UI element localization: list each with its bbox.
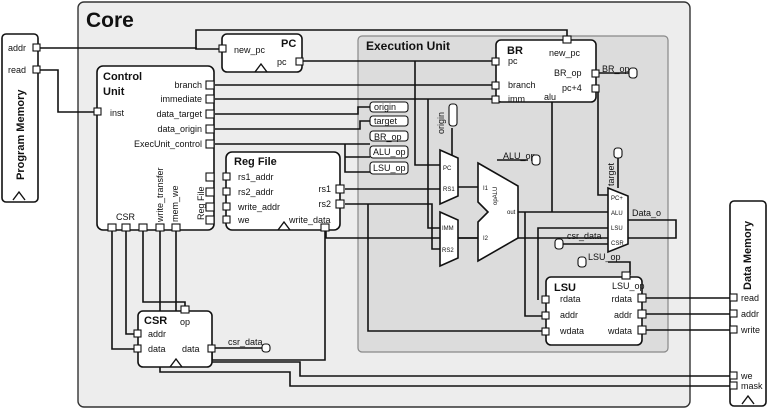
- control-unit: Control Unit inst branch immediate data_…: [93, 65, 215, 232]
- csr-addr-label: addr: [148, 329, 166, 339]
- reg-file-write-data-label: write_data: [288, 215, 331, 225]
- data-memory-addr-label: addr: [741, 309, 759, 319]
- csr-data-signal-label: csr_data: [228, 337, 263, 347]
- lsu-block: LSU LSU_op rdata addr wdata rdata addr w…: [541, 271, 647, 346]
- signal-lsu-op: LSU_op: [373, 163, 406, 173]
- mux-input-imm: IMM: [442, 226, 454, 232]
- br-op-output-label: BR_op: [602, 64, 630, 74]
- lsu-op-bus-label: LSU_op: [588, 252, 621, 262]
- core-title: Core: [86, 9, 134, 32]
- lsu-addr-left-label: addr: [560, 310, 578, 320]
- alu: ALU_op opALU I1 I2 out: [477, 151, 541, 263]
- csr-op-label: op: [180, 317, 190, 327]
- lsu-wdata-right-label: wdata: [607, 326, 632, 336]
- alu-op-label: ALU_op: [503, 151, 536, 161]
- csr-data-out-label: data: [182, 344, 200, 354]
- signal-alu-op: ALU_op: [373, 147, 406, 157]
- program-memory: Program Memory addr read: [1, 33, 41, 203]
- control-unit-csr-label: CSR: [116, 212, 136, 222]
- reg-file-rs2-label: rs2: [318, 199, 331, 209]
- pc-title: PC: [281, 38, 296, 50]
- mux-left: PC RS1 IMM RS2: [439, 148, 459, 268]
- br-pc-label: pc: [508, 56, 518, 66]
- control-unit-reg-file-label: Reg File: [196, 186, 206, 220]
- pc-output-label: pc: [277, 57, 287, 67]
- wires: [40, 29, 735, 387]
- control-unit-inst-label: inst: [110, 108, 125, 118]
- br-branch-label: branch: [508, 80, 536, 90]
- alu-name-label: opALU: [493, 187, 499, 205]
- control-output-data-target: data_target: [156, 109, 202, 119]
- reg-file: Reg File rs1_addr rs2_addr write_addr we…: [222, 151, 345, 232]
- lsu-addr-right-label: addr: [614, 310, 632, 320]
- program-memory-title: Program Memory: [15, 89, 27, 180]
- pc-new-pc-label: new_pc: [234, 45, 266, 55]
- br-title: BR: [507, 45, 523, 57]
- lsu-wdata-left-label: wdata: [559, 326, 584, 336]
- control-output-branch: branch: [174, 80, 202, 90]
- signal-br-op: BR_op: [374, 132, 402, 142]
- lsu-rdata-left-label: rdata: [560, 294, 581, 304]
- br-new-pc-label: new_pc: [549, 48, 581, 58]
- reg-file-input-we: we: [237, 215, 250, 225]
- data-memory-we-label: we: [740, 371, 753, 381]
- lsu-rdata-right-label: rdata: [611, 294, 632, 304]
- mux-right-input-lsu: LSU: [611, 226, 623, 232]
- data-memory-write-label: write: [740, 325, 760, 335]
- mux-right-input-csr: CSR: [611, 241, 624, 247]
- origin-vertical-label: origin: [436, 112, 446, 134]
- br-op-label: BR_op: [554, 68, 582, 78]
- br-block: BR new_pc pc branch imm BR_op BR_op pc+4…: [491, 35, 638, 104]
- mux-right-target-label: target: [606, 162, 616, 186]
- br-alu-label: alu: [544, 92, 556, 102]
- control-output-execunit-control: ExecUnit_control: [134, 139, 202, 149]
- data-memory-mask-label: mask: [741, 381, 763, 391]
- program-memory-read-label: read: [8, 65, 26, 75]
- mux-input-pc: PC: [443, 166, 452, 172]
- reg-file-input-write-addr: write_addr: [237, 202, 280, 212]
- control-unit-title-1: Control: [103, 71, 142, 83]
- reg-file-title: Reg File: [234, 156, 277, 168]
- csr-block: CSR op addr data data csr_data: [133, 305, 271, 368]
- data-memory-title: Data Memory: [742, 220, 754, 290]
- mux-right-input-alu: ALU: [611, 211, 623, 217]
- control-unit-write-transfer-label: write_transfer: [155, 167, 165, 223]
- pc-block: PC new_pc pc: [218, 33, 304, 73]
- alu-i1-label: I1: [483, 186, 489, 192]
- mux-input-rs1: RS1: [443, 187, 455, 193]
- control-output-immediate: immediate: [160, 94, 202, 104]
- control-unit-title-2: Unit: [103, 86, 125, 98]
- mux-right-input-pc4: PC+: [611, 196, 623, 202]
- signal-origin: origin: [374, 102, 396, 112]
- lsu-op-label: LSU_op: [612, 281, 645, 291]
- reg-file-input-rs1-addr: rs1_addr: [238, 172, 274, 182]
- br-pc4-label: pc+4: [562, 83, 582, 93]
- mux-right-data-o-label: Data_o: [632, 208, 661, 218]
- csr-title: CSR: [144, 315, 167, 327]
- control-output-data-origin: data_origin: [157, 124, 202, 134]
- mux-input-rs2: RS2: [442, 248, 454, 254]
- control-unit-mem-we-label: mem_we: [170, 185, 180, 222]
- br-imm-label: imm: [508, 94, 525, 104]
- alu-out-label: out: [507, 210, 516, 216]
- mux-right: target PC+ ALU LSU CSR Data_o: [606, 147, 661, 254]
- control-signals: origin target BR_op ALU_op LSU_op origin: [369, 101, 458, 175]
- csr-data-bus-label: csr_data: [567, 231, 602, 241]
- execution-unit-title: Execution Unit: [366, 39, 450, 53]
- signal-target: target: [374, 116, 398, 126]
- data-memory-read-label: read: [741, 293, 759, 303]
- csr-data-in-label: data: [148, 344, 166, 354]
- program-memory-addr-label: addr: [8, 43, 26, 53]
- reg-file-rs1-label: rs1: [318, 184, 331, 194]
- lsu-title: LSU: [554, 282, 576, 294]
- alu-i2-label: I2: [483, 236, 489, 242]
- data-memory: Data Memory read addr write we mask: [729, 200, 767, 407]
- reg-file-input-rs2-addr: rs2_addr: [238, 187, 274, 197]
